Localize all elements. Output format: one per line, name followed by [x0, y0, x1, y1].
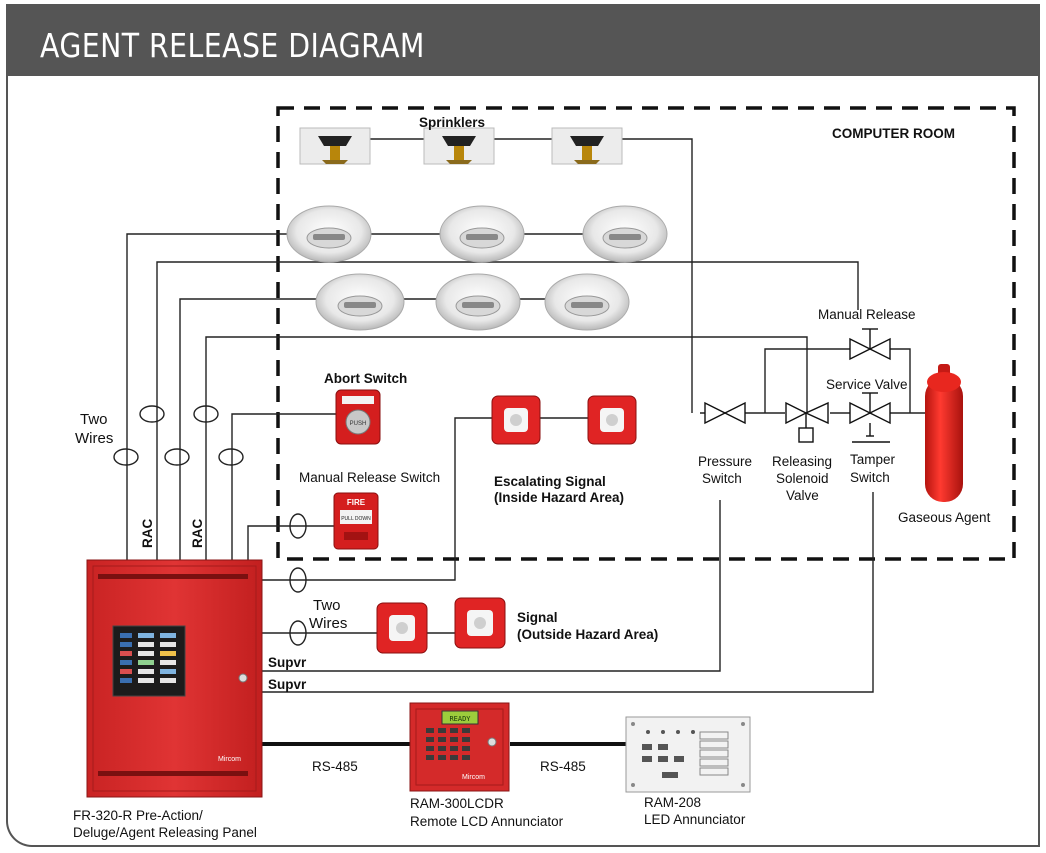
inside-horn-strobes — [491, 395, 637, 445]
tamper-switch-label: Tamper — [850, 452, 896, 467]
outside-horn-strobes — [376, 597, 506, 654]
manual-release-pull-station: FIRE PULL DOWN — [333, 492, 379, 550]
panel-brand-text: Mircom — [218, 756, 241, 763]
panel-label-2: Deluge/Agent Releasing Panel — [73, 825, 257, 840]
ram208-label: RAM-208 — [644, 795, 701, 810]
fr-320-r-panel: Mircom — [86, 559, 263, 798]
pressure-switch-label: Pressure — [698, 454, 752, 469]
abort-switch-label: Abort Switch — [324, 371, 407, 386]
page-title: AGENT RELEASE DIAGRAM — [40, 26, 425, 65]
signal-label: Signal — [517, 610, 558, 625]
two-wires-label-b2: Wires — [309, 615, 347, 632]
signal-sublabel: (Outside Hazard Area) — [517, 627, 658, 642]
sprinkler-heads — [299, 127, 623, 165]
abort-switch: PUSH — [335, 389, 381, 445]
ram300-label-2: Remote LCD Annunciator — [410, 814, 564, 829]
pressure-switch-valve-icon — [704, 401, 727, 425]
annunciator-brand-text: Mircom — [462, 774, 485, 781]
smoke-detector — [315, 273, 405, 331]
sprinklers-label: Sprinklers — [419, 115, 485, 130]
horn-strobe — [376, 602, 428, 654]
gaseous-agent-label: Gaseous Agent — [898, 510, 991, 525]
escalating-signal-sublabel: (Inside Hazard Area) — [494, 490, 624, 505]
ram208-label-2: LED Annunciator — [644, 812, 746, 827]
manual-release-switch-label: Manual Release Switch — [299, 470, 440, 485]
horn-strobe — [491, 395, 541, 445]
pull-station-mid-text: PULL DOWN — [341, 516, 371, 522]
smoke-detector — [435, 273, 521, 331]
pressure-switch-label-2: Switch — [702, 471, 742, 486]
pull-station-top-text: FIRE — [347, 498, 366, 507]
rac-label-1: RAC — [140, 519, 155, 548]
ram-208-annunciator — [625, 716, 751, 793]
rac-label-2: RAC — [190, 519, 205, 548]
valves — [704, 328, 891, 443]
rs485-label-2: RS-485 — [540, 759, 586, 774]
solenoid-valve-icon — [785, 401, 808, 425]
smoke-detector — [582, 205, 668, 263]
supvr-label-2: Supvr — [268, 677, 307, 692]
sprinkler-3 — [551, 127, 623, 165]
service-valve-icon — [849, 401, 872, 425]
tamper-switch-label-2: Switch — [850, 470, 890, 485]
sprinkler-2 — [423, 127, 495, 165]
manual-release-valve-icon — [849, 337, 872, 361]
releasing-solenoid-label-3: Valve — [786, 488, 819, 503]
smoke-detector — [439, 205, 525, 263]
sprinkler-1 — [299, 127, 371, 165]
horn-strobe — [587, 395, 637, 445]
supvr-label-1: Supvr — [268, 655, 307, 670]
smoke-detector — [286, 205, 372, 263]
title-bar — [6, 4, 1040, 76]
service-valve-label: Service Valve — [826, 377, 908, 392]
diagram-frame — [6, 4, 1040, 847]
releasing-solenoid-label: Releasing — [772, 454, 832, 469]
ram-300lcdr-annunciator: READY Mircom — [409, 702, 510, 792]
two-wires-label-a1: Two — [80, 411, 108, 428]
manual-release-label: Manual Release — [818, 307, 916, 322]
horn-strobe — [454, 597, 506, 649]
smoke-detectors — [286, 205, 668, 331]
smoke-detector — [544, 273, 630, 331]
lcd-text: READY — [449, 715, 471, 723]
computer-room-label: COMPUTER ROOM — [832, 126, 955, 141]
rs485-label-1: RS-485 — [312, 759, 358, 774]
escalating-signal-label: Escalating Signal — [494, 474, 606, 489]
gaseous-agent-cylinder — [925, 364, 963, 502]
two-wires-label-b1: Two — [313, 597, 341, 614]
two-wires-label-a2: Wires — [75, 430, 113, 447]
releasing-solenoid-label-2: Solenoid — [776, 471, 829, 486]
ram300-label: RAM-300LCDR — [410, 796, 504, 811]
panel-label: FR-320-R Pre-Action/ — [73, 808, 203, 823]
abort-button-text: PUSH — [350, 421, 367, 427]
computer-room-boundary — [276, 106, 1016, 561]
wire-bundle-markers — [113, 405, 307, 646]
